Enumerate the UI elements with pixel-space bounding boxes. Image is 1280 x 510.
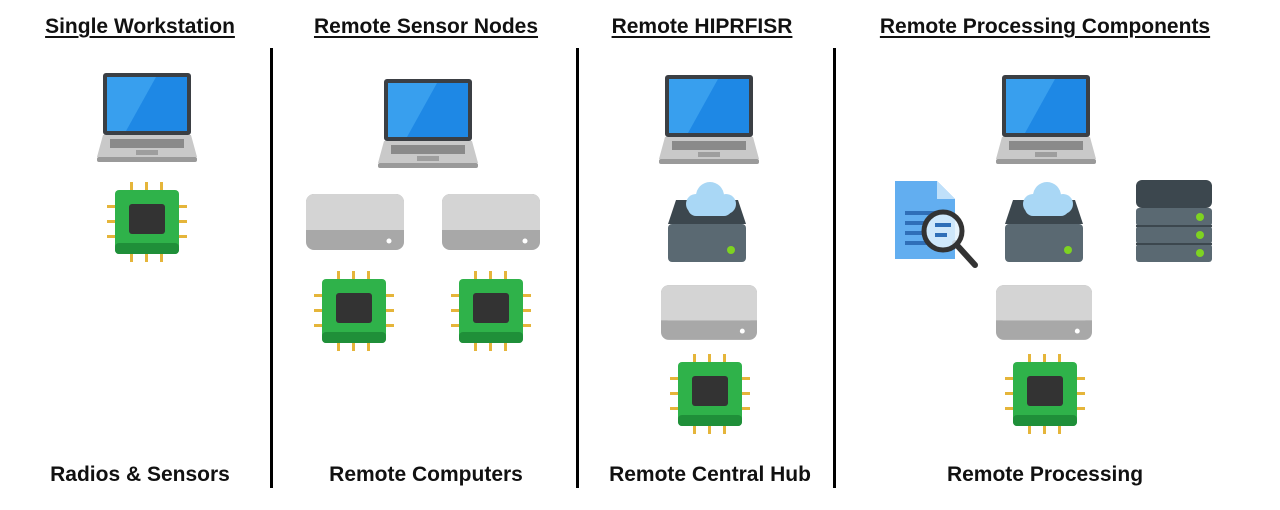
cloud-server-icon bbox=[666, 180, 748, 264]
column-divider bbox=[576, 48, 579, 488]
column-title-remote-hiprfisr: Remote HIPRFISR bbox=[611, 15, 793, 38]
chip-icon bbox=[106, 181, 188, 263]
column-label-radios-sensors: Radios & Sensors bbox=[50, 463, 230, 486]
chip-icon bbox=[313, 270, 395, 352]
column-title-remote-processing: Remote Processing Components bbox=[879, 15, 1211, 38]
laptop-icon bbox=[995, 75, 1097, 167]
laptop-icon bbox=[658, 75, 760, 167]
laptop-icon bbox=[377, 79, 479, 171]
document-search-icon bbox=[893, 179, 983, 271]
column-divider bbox=[833, 48, 836, 488]
chip-icon bbox=[669, 353, 751, 435]
mini-pc-icon bbox=[996, 285, 1092, 340]
server-stack-icon bbox=[1134, 178, 1214, 266]
column-divider bbox=[270, 48, 273, 488]
chip-icon bbox=[450, 270, 532, 352]
chip-icon bbox=[1004, 353, 1086, 435]
column-label-remote-processing: Remote Processing bbox=[946, 463, 1144, 486]
column-label-remote-central-hub: Remote Central Hub bbox=[609, 463, 811, 486]
column-title-single-workstation: Single Workstation bbox=[45, 15, 235, 38]
mini-pc-icon bbox=[306, 194, 404, 250]
mini-pc-icon bbox=[661, 285, 757, 340]
cloud-server-icon bbox=[1003, 180, 1085, 264]
mini-pc-icon bbox=[442, 194, 540, 250]
column-label-remote-computers: Remote Computers bbox=[329, 463, 523, 486]
laptop-icon bbox=[96, 73, 198, 165]
column-title-remote-sensor-nodes: Remote Sensor Nodes bbox=[313, 15, 539, 38]
